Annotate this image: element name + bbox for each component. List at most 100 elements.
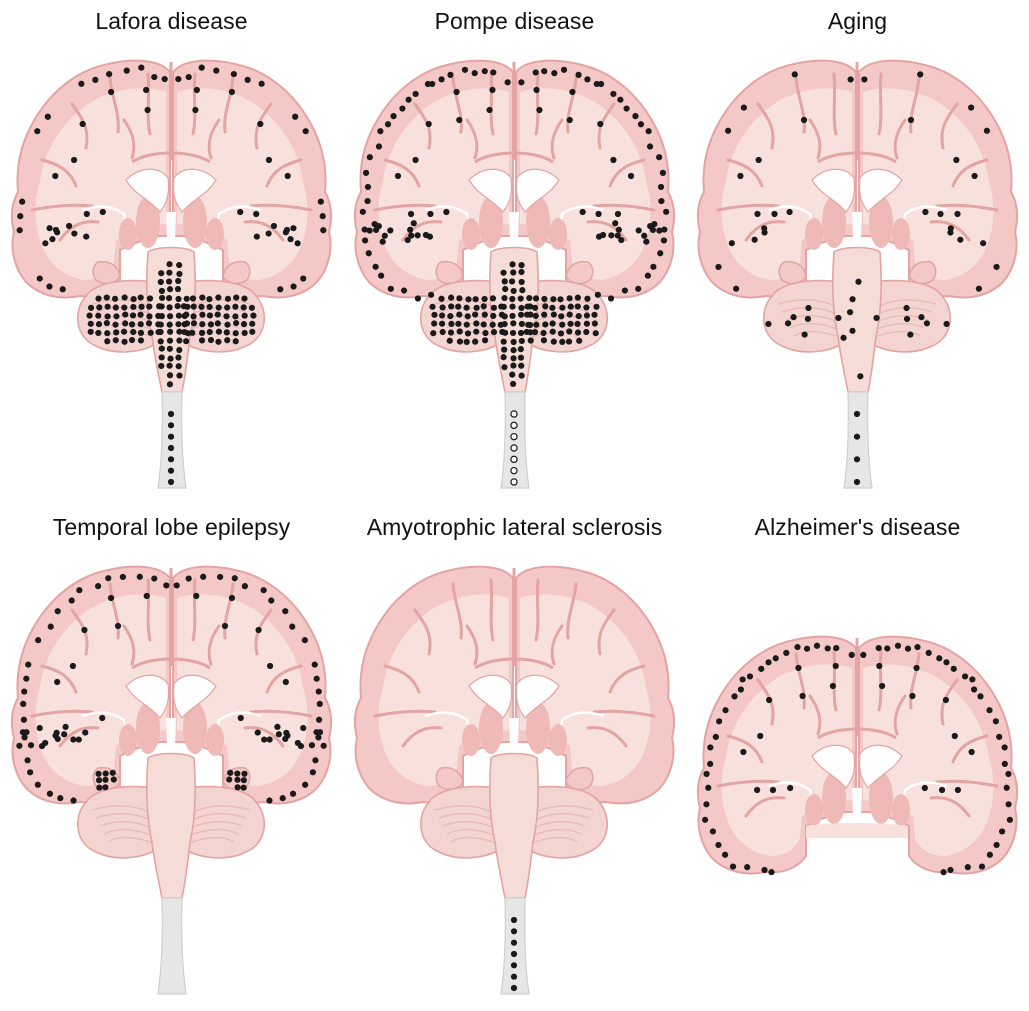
inclusion-dot: [737, 173, 743, 179]
inclusion-dot: [968, 105, 974, 111]
inclusion-dot: [943, 321, 949, 327]
inclusion-dot: [955, 787, 961, 793]
inclusion-dot: [390, 113, 396, 119]
inclusion-dot: [575, 72, 581, 78]
inclusion-dot: [20, 701, 26, 707]
inclusion-dot: [511, 985, 517, 991]
inclusion-dot: [576, 313, 582, 319]
inclusion-dot: [70, 797, 76, 803]
inclusion-dot: [88, 305, 94, 311]
inclusion-dot: [740, 749, 746, 755]
inclusion-dot: [295, 240, 301, 246]
panel-title: Amyotrophic lateral sclerosis: [343, 514, 686, 541]
inclusion-dot: [300, 725, 306, 731]
inclusion-dot: [787, 785, 793, 791]
inclusion-dot: [510, 320, 516, 326]
inclusion-dot: [918, 314, 924, 320]
inclusion-dot: [399, 105, 405, 111]
inclusion-dot: [388, 286, 394, 292]
inclusion-dot: [186, 575, 192, 581]
inclusion-dot: [88, 329, 94, 335]
inclusion-dot: [430, 330, 436, 336]
inclusion-dot: [542, 321, 548, 327]
inclusion-dot: [814, 643, 820, 649]
inclusion-dot: [261, 587, 267, 593]
brain-wrapper: [355, 567, 674, 994]
inclusion-dot: [217, 574, 223, 580]
inclusion-dot: [138, 321, 144, 327]
inclusion-dot: [69, 597, 75, 603]
inclusion-dot: [567, 311, 573, 317]
sulcus: [491, 580, 493, 640]
inclusion-dot: [541, 312, 547, 318]
inclusion-dot: [465, 330, 471, 336]
inclusion-dot: [175, 76, 181, 82]
inclusion-dot: [227, 770, 233, 776]
inclusion-dot: [770, 787, 776, 793]
inclusion-dot: [360, 209, 366, 215]
inclusion-dot: [292, 114, 298, 120]
inclusion-dot: [947, 229, 953, 235]
inclusion-dot: [505, 79, 511, 85]
inclusion-dot: [491, 329, 497, 335]
inclusion-dot: [364, 198, 370, 204]
inclusion-dot: [310, 769, 316, 775]
inclusion-dot: [951, 666, 957, 672]
inclusion-dot: [108, 89, 114, 95]
inclusion-dot: [121, 304, 127, 310]
inclusion-dot: [66, 223, 72, 229]
inclusion-dot: [501, 304, 507, 310]
inclusion-dot: [574, 321, 580, 327]
inclusion-dot: [223, 313, 229, 319]
inclusion-dot: [716, 718, 722, 724]
inclusion-dot: [378, 273, 384, 279]
panel-lafora-disease: Lafora disease: [0, 0, 343, 505]
inclusion-dot: [35, 637, 41, 643]
inclusion-dot: [783, 650, 789, 656]
inclusion-dot: [713, 734, 719, 740]
sulcus: [879, 650, 881, 710]
inclusion-dot: [176, 347, 182, 353]
inclusion-dot: [408, 211, 414, 217]
inclusion-dot: [511, 288, 517, 294]
inclusion-dot: [185, 330, 191, 336]
inclusion-dot: [860, 652, 866, 658]
inclusion-dot: [138, 337, 144, 343]
inclusion-dot: [533, 87, 539, 93]
inclusion-dot: [518, 305, 524, 311]
inclusion-dot: [502, 321, 508, 327]
inclusion-dot: [661, 237, 667, 243]
inclusion-dot: [159, 354, 165, 360]
inclusion-dot: [167, 313, 173, 319]
inclusion-dot: [121, 339, 127, 345]
inclusion-dot: [792, 71, 798, 77]
inclusion-dot: [962, 673, 968, 679]
inclusion-dot: [76, 736, 82, 742]
inclusion-dot: [542, 303, 548, 309]
inclusion-dot: [215, 311, 221, 317]
inclusion-dot: [657, 250, 663, 256]
inclusion-dot: [533, 313, 539, 319]
inclusion-dot: [761, 229, 767, 235]
brain-illustration: [698, 61, 1017, 488]
brain-figure: [0, 506, 343, 1011]
inclusion-dot: [318, 199, 324, 205]
inclusion-dot: [481, 321, 487, 327]
inclusion-dot: [511, 411, 517, 417]
inclusion-dot: [104, 330, 110, 336]
inclusion-dot: [76, 587, 82, 593]
inclusion-dot: [162, 76, 168, 82]
sulcus: [536, 74, 538, 134]
sulcus: [491, 74, 493, 134]
inclusion-dot: [448, 303, 454, 309]
deep-nucleus: [206, 724, 224, 756]
inclusion-dot: [427, 234, 433, 240]
inclusion-dot: [623, 105, 629, 111]
inclusion-dot: [411, 220, 417, 226]
inclusion-dot: [238, 715, 244, 721]
inclusion-dot: [490, 313, 496, 319]
inclusion-dot: [199, 330, 205, 336]
inclusion-dot: [17, 227, 23, 233]
inclusion-dot: [35, 782, 41, 788]
third-ventricle: [166, 212, 176, 240]
